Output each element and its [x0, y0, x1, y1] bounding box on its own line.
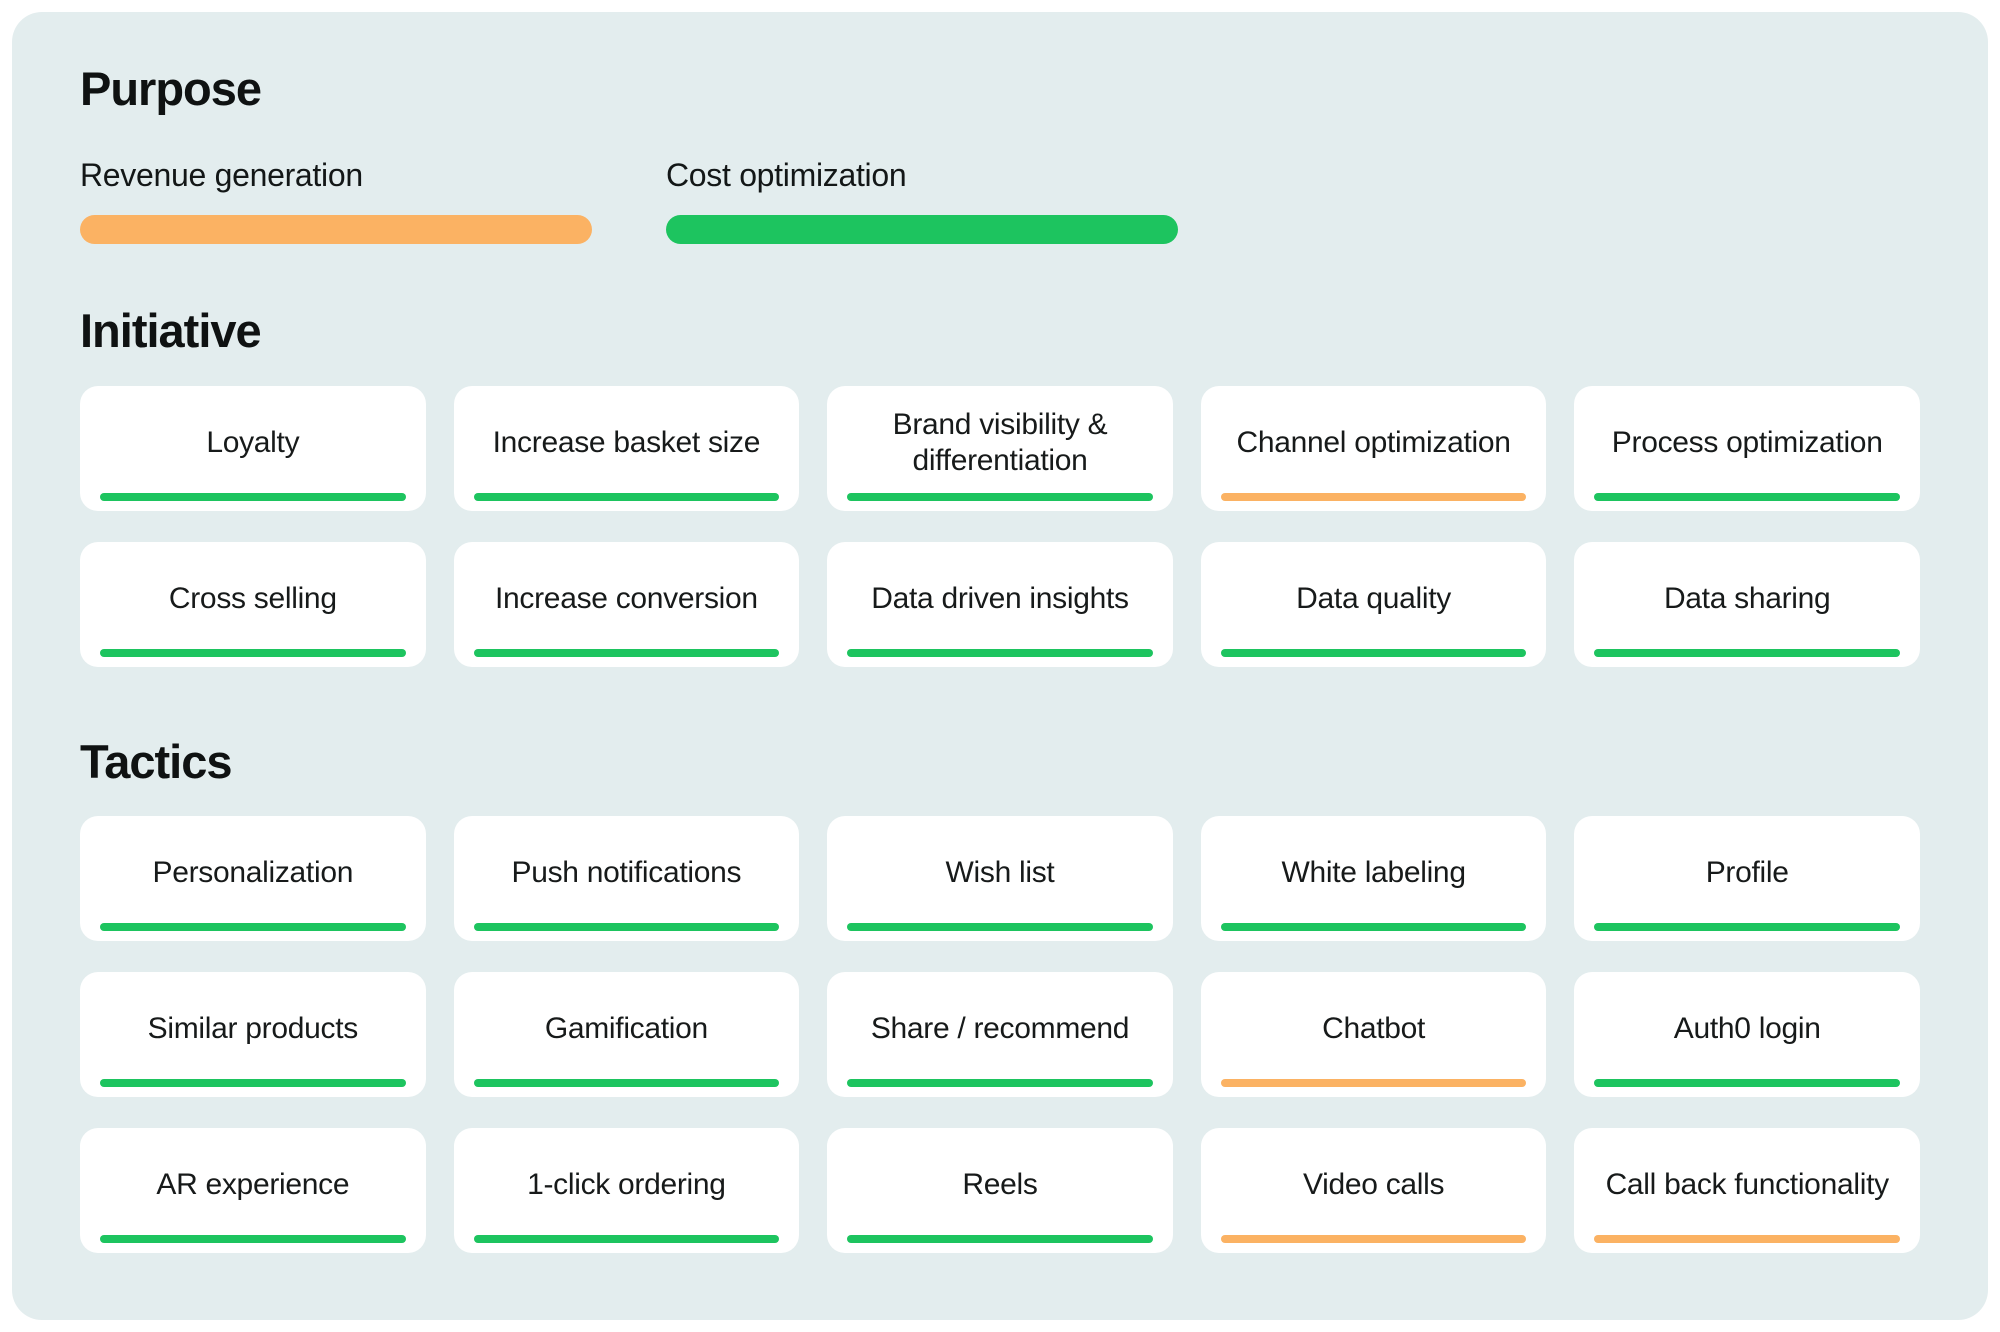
initiative-section: Initiative Loyalty Increase basket size … — [80, 302, 1920, 667]
initiative-card[interactable]: Brand visibility & differentiation — [827, 385, 1173, 511]
purpose-indicator-bar — [100, 492, 406, 501]
card-label: Profile — [1705, 856, 1789, 890]
purpose-indicator-bar — [100, 1078, 406, 1087]
initiative-card[interactable]: Process optimization — [1574, 385, 1920, 511]
card-label: Loyalty — [206, 425, 300, 459]
legend-color-bar — [666, 215, 1178, 245]
legend-label: Revenue generation — [80, 157, 363, 194]
card-label: Data sharing — [1663, 581, 1831, 615]
purpose-indicator-bar — [1220, 492, 1527, 501]
purpose-indicator-bar — [1220, 1078, 1527, 1087]
purpose-indicator-bar — [847, 1234, 1153, 1243]
purpose-indicator-bar — [847, 1078, 1153, 1087]
tactic-card[interactable]: AR experience — [80, 1127, 426, 1253]
card-label: White labeling — [1281, 856, 1466, 890]
tactic-card[interactable]: Push notifications — [453, 815, 800, 941]
card-label: Channel optimization — [1236, 425, 1511, 459]
tactic-card[interactable]: Chatbot — [1200, 971, 1547, 1097]
tactics-section-title: Tactics — [80, 734, 233, 788]
card-label: Brand visibility & differentiation — [892, 407, 1108, 478]
card-label: Increase basket size — [492, 425, 761, 459]
purpose-indicator-bar — [473, 648, 780, 657]
tactic-card[interactable]: Wish list — [827, 815, 1173, 941]
purpose-indicator-bar — [1220, 1234, 1527, 1243]
tactics-card-grid: Personalization Push notifications Wish … — [80, 815, 1920, 1253]
purpose-section-title: Purpose — [80, 62, 262, 115]
initiative-card[interactable]: Increase basket size — [453, 385, 800, 511]
purpose-indicator-bar — [847, 492, 1153, 501]
card-label: AR experience — [156, 1168, 350, 1202]
purpose-indicator-bar — [473, 1078, 780, 1087]
card-label: Data quality — [1296, 581, 1451, 615]
purpose-indicator-bar — [1594, 648, 1900, 657]
purpose-indicator-bar — [1594, 1078, 1900, 1087]
tactic-card[interactable]: Personalization — [80, 815, 426, 941]
purpose-indicator-bar — [100, 648, 406, 657]
initiative-card[interactable]: Data quality — [1200, 541, 1547, 667]
card-label: Process optimization — [1611, 425, 1883, 459]
initiative-card[interactable]: Channel optimization — [1200, 385, 1547, 511]
initiative-card-grid: Loyalty Increase basket size Brand visib… — [80, 385, 1920, 667]
initiative-section-title: Initiative — [80, 304, 262, 358]
card-label: Chatbot — [1322, 1012, 1426, 1046]
purpose-indicator-bar — [473, 1234, 780, 1243]
legend-item: Revenue generation — [80, 155, 592, 245]
tactic-card[interactable]: Auth0 login — [1574, 971, 1920, 1097]
card-label: Push notifications — [511, 856, 742, 890]
legend-color-bar — [80, 215, 592, 245]
tactic-card[interactable]: Share / recommend — [827, 971, 1173, 1097]
purpose-indicator-bar — [100, 1234, 406, 1243]
card-label: Video calls — [1302, 1168, 1445, 1202]
card-label: Increase conversion — [495, 581, 758, 615]
card-label: Cross selling — [168, 581, 337, 615]
card-label: Similar products — [147, 1012, 359, 1046]
card-label: Reels — [962, 1168, 1038, 1202]
card-label: Auth0 login — [1673, 1012, 1821, 1046]
tactic-card[interactable]: 1-click ordering — [453, 1127, 800, 1253]
purpose-indicator-bar — [847, 648, 1153, 657]
purpose-indicator-bar — [847, 922, 1153, 931]
tactics-section: Tactics Personalization Push notificatio… — [80, 733, 1920, 1253]
tactic-card[interactable]: Similar products — [80, 971, 426, 1097]
tactic-card[interactable]: Video calls — [1200, 1127, 1547, 1253]
initiative-card[interactable]: Data sharing — [1574, 541, 1920, 667]
strategy-board-panel: Purpose Revenue generation Cost optimiza… — [12, 12, 1988, 1320]
card-label: Gamification — [544, 1012, 708, 1046]
purpose-indicator-bar — [1594, 492, 1900, 501]
initiative-card[interactable]: Cross selling — [80, 541, 426, 667]
purpose-indicator-bar — [473, 922, 780, 931]
initiative-card[interactable]: Loyalty — [80, 385, 426, 511]
card-label: 1-click ordering — [527, 1168, 726, 1202]
card-label: Wish list — [945, 856, 1055, 890]
purpose-indicator-bar — [100, 922, 406, 931]
card-label: Call back functionality — [1605, 1168, 1890, 1202]
legend-label: Cost optimization — [666, 157, 907, 194]
purpose-indicator-bar — [1594, 922, 1900, 931]
tactic-card[interactable]: White labeling — [1200, 815, 1547, 941]
tactic-card[interactable]: Reels — [827, 1127, 1173, 1253]
initiative-card[interactable]: Data driven insights — [827, 541, 1173, 667]
card-label: Share / recommend — [870, 1012, 1130, 1046]
purpose-indicator-bar — [473, 492, 780, 501]
tactic-card[interactable]: Call back functionality — [1574, 1127, 1920, 1253]
tactic-card[interactable]: Gamification — [453, 971, 800, 1097]
purpose-legend: Revenue generation Cost optimization — [80, 155, 1920, 245]
purpose-indicator-bar — [1594, 1234, 1900, 1243]
purpose-indicator-bar — [1220, 648, 1527, 657]
initiative-card[interactable]: Increase conversion — [453, 541, 800, 667]
legend-item: Cost optimization — [666, 155, 1178, 245]
card-label: Personalization — [152, 856, 354, 890]
card-label: Data driven insights — [871, 581, 1129, 615]
tactic-card[interactable]: Profile — [1574, 815, 1920, 941]
purpose-indicator-bar — [1220, 922, 1527, 931]
